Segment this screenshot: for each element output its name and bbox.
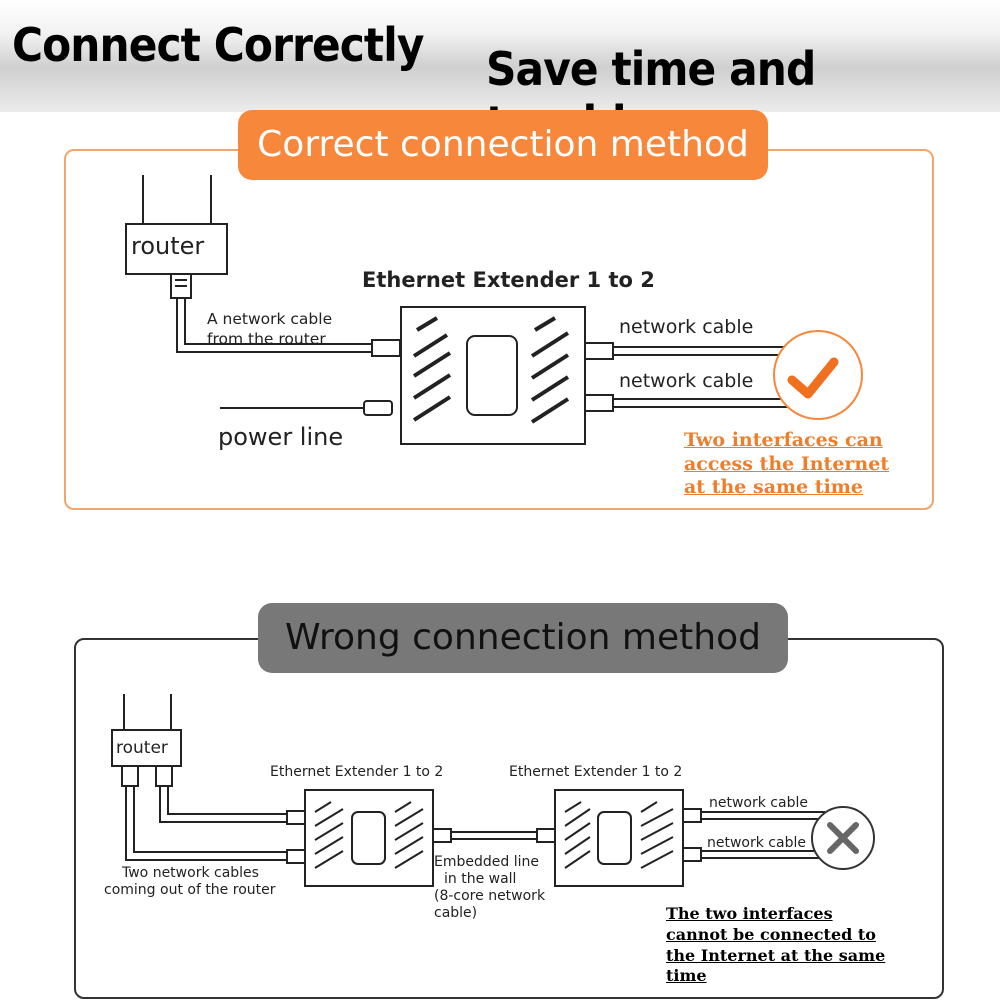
power-line-label: power line bbox=[218, 423, 344, 451]
wall-line-label-4: cable) bbox=[434, 905, 478, 921]
output-cable-label-1: network cable bbox=[619, 316, 754, 338]
wrong-note-line-4: time bbox=[666, 966, 707, 985]
correct-note-line-2: access the Internet bbox=[684, 453, 890, 475]
wrong-output-cable-label-1: network cable bbox=[709, 795, 808, 811]
wall-line-label-1: Embedded line bbox=[434, 854, 539, 870]
wrong-note-line-2: cannot be connected to bbox=[666, 925, 876, 944]
router-label-wrong: router bbox=[116, 738, 168, 758]
banner-title-left: Connect Correctly bbox=[12, 18, 424, 72]
extender-device-correct bbox=[400, 306, 586, 445]
cables-router-to-extender-1 bbox=[125, 786, 306, 864]
checkmark-icon bbox=[787, 357, 839, 399]
wall-line-label-2: in the wall bbox=[444, 871, 517, 887]
correct-note-line-3: at the same time bbox=[684, 476, 863, 498]
extender-1-label: Ethernet Extender 1 to 2 bbox=[270, 764, 444, 780]
correct-note-line-1: Two interfaces can bbox=[684, 429, 883, 451]
wrong-method-title: Wrong connection method bbox=[258, 603, 788, 673]
wrong-note-line-3: the Internet at the same bbox=[666, 946, 886, 965]
router-cables-label-line1: Two network cables bbox=[122, 865, 259, 881]
header-banner: Connect Correctly Save time and trouble bbox=[0, 0, 1000, 150]
wall-line-label-3: (8-core network bbox=[434, 888, 546, 904]
extender-label-correct: Ethernet Extender 1 to 2 bbox=[362, 268, 655, 292]
router-cables-label-line2: coming out of the router bbox=[104, 882, 276, 898]
cross-icon bbox=[827, 822, 859, 854]
extender-device-1 bbox=[304, 789, 434, 887]
input-cable-label-line1: A network cable bbox=[207, 310, 333, 328]
correct-method-title: Correct connection method bbox=[238, 110, 768, 180]
output-cable-label-2: network cable bbox=[619, 370, 754, 392]
extender-device-2 bbox=[554, 789, 684, 887]
router-correct bbox=[125, 175, 228, 299]
cable-router-to-extender bbox=[176, 298, 401, 357]
output-cables-correct bbox=[584, 342, 790, 412]
wrong-output-cable-label-2: network cable bbox=[707, 835, 806, 851]
wrong-note-line-1: The two interfaces bbox=[666, 904, 833, 923]
router-label-correct: router bbox=[131, 232, 205, 260]
power-line bbox=[220, 400, 393, 416]
router-wrong bbox=[111, 694, 182, 787]
embedded-wall-line bbox=[432, 828, 556, 843]
output-cables-wrong bbox=[682, 808, 825, 862]
extender-2-label: Ethernet Extender 1 to 2 bbox=[509, 764, 683, 780]
input-cable-label-line2: from the router bbox=[207, 330, 326, 348]
